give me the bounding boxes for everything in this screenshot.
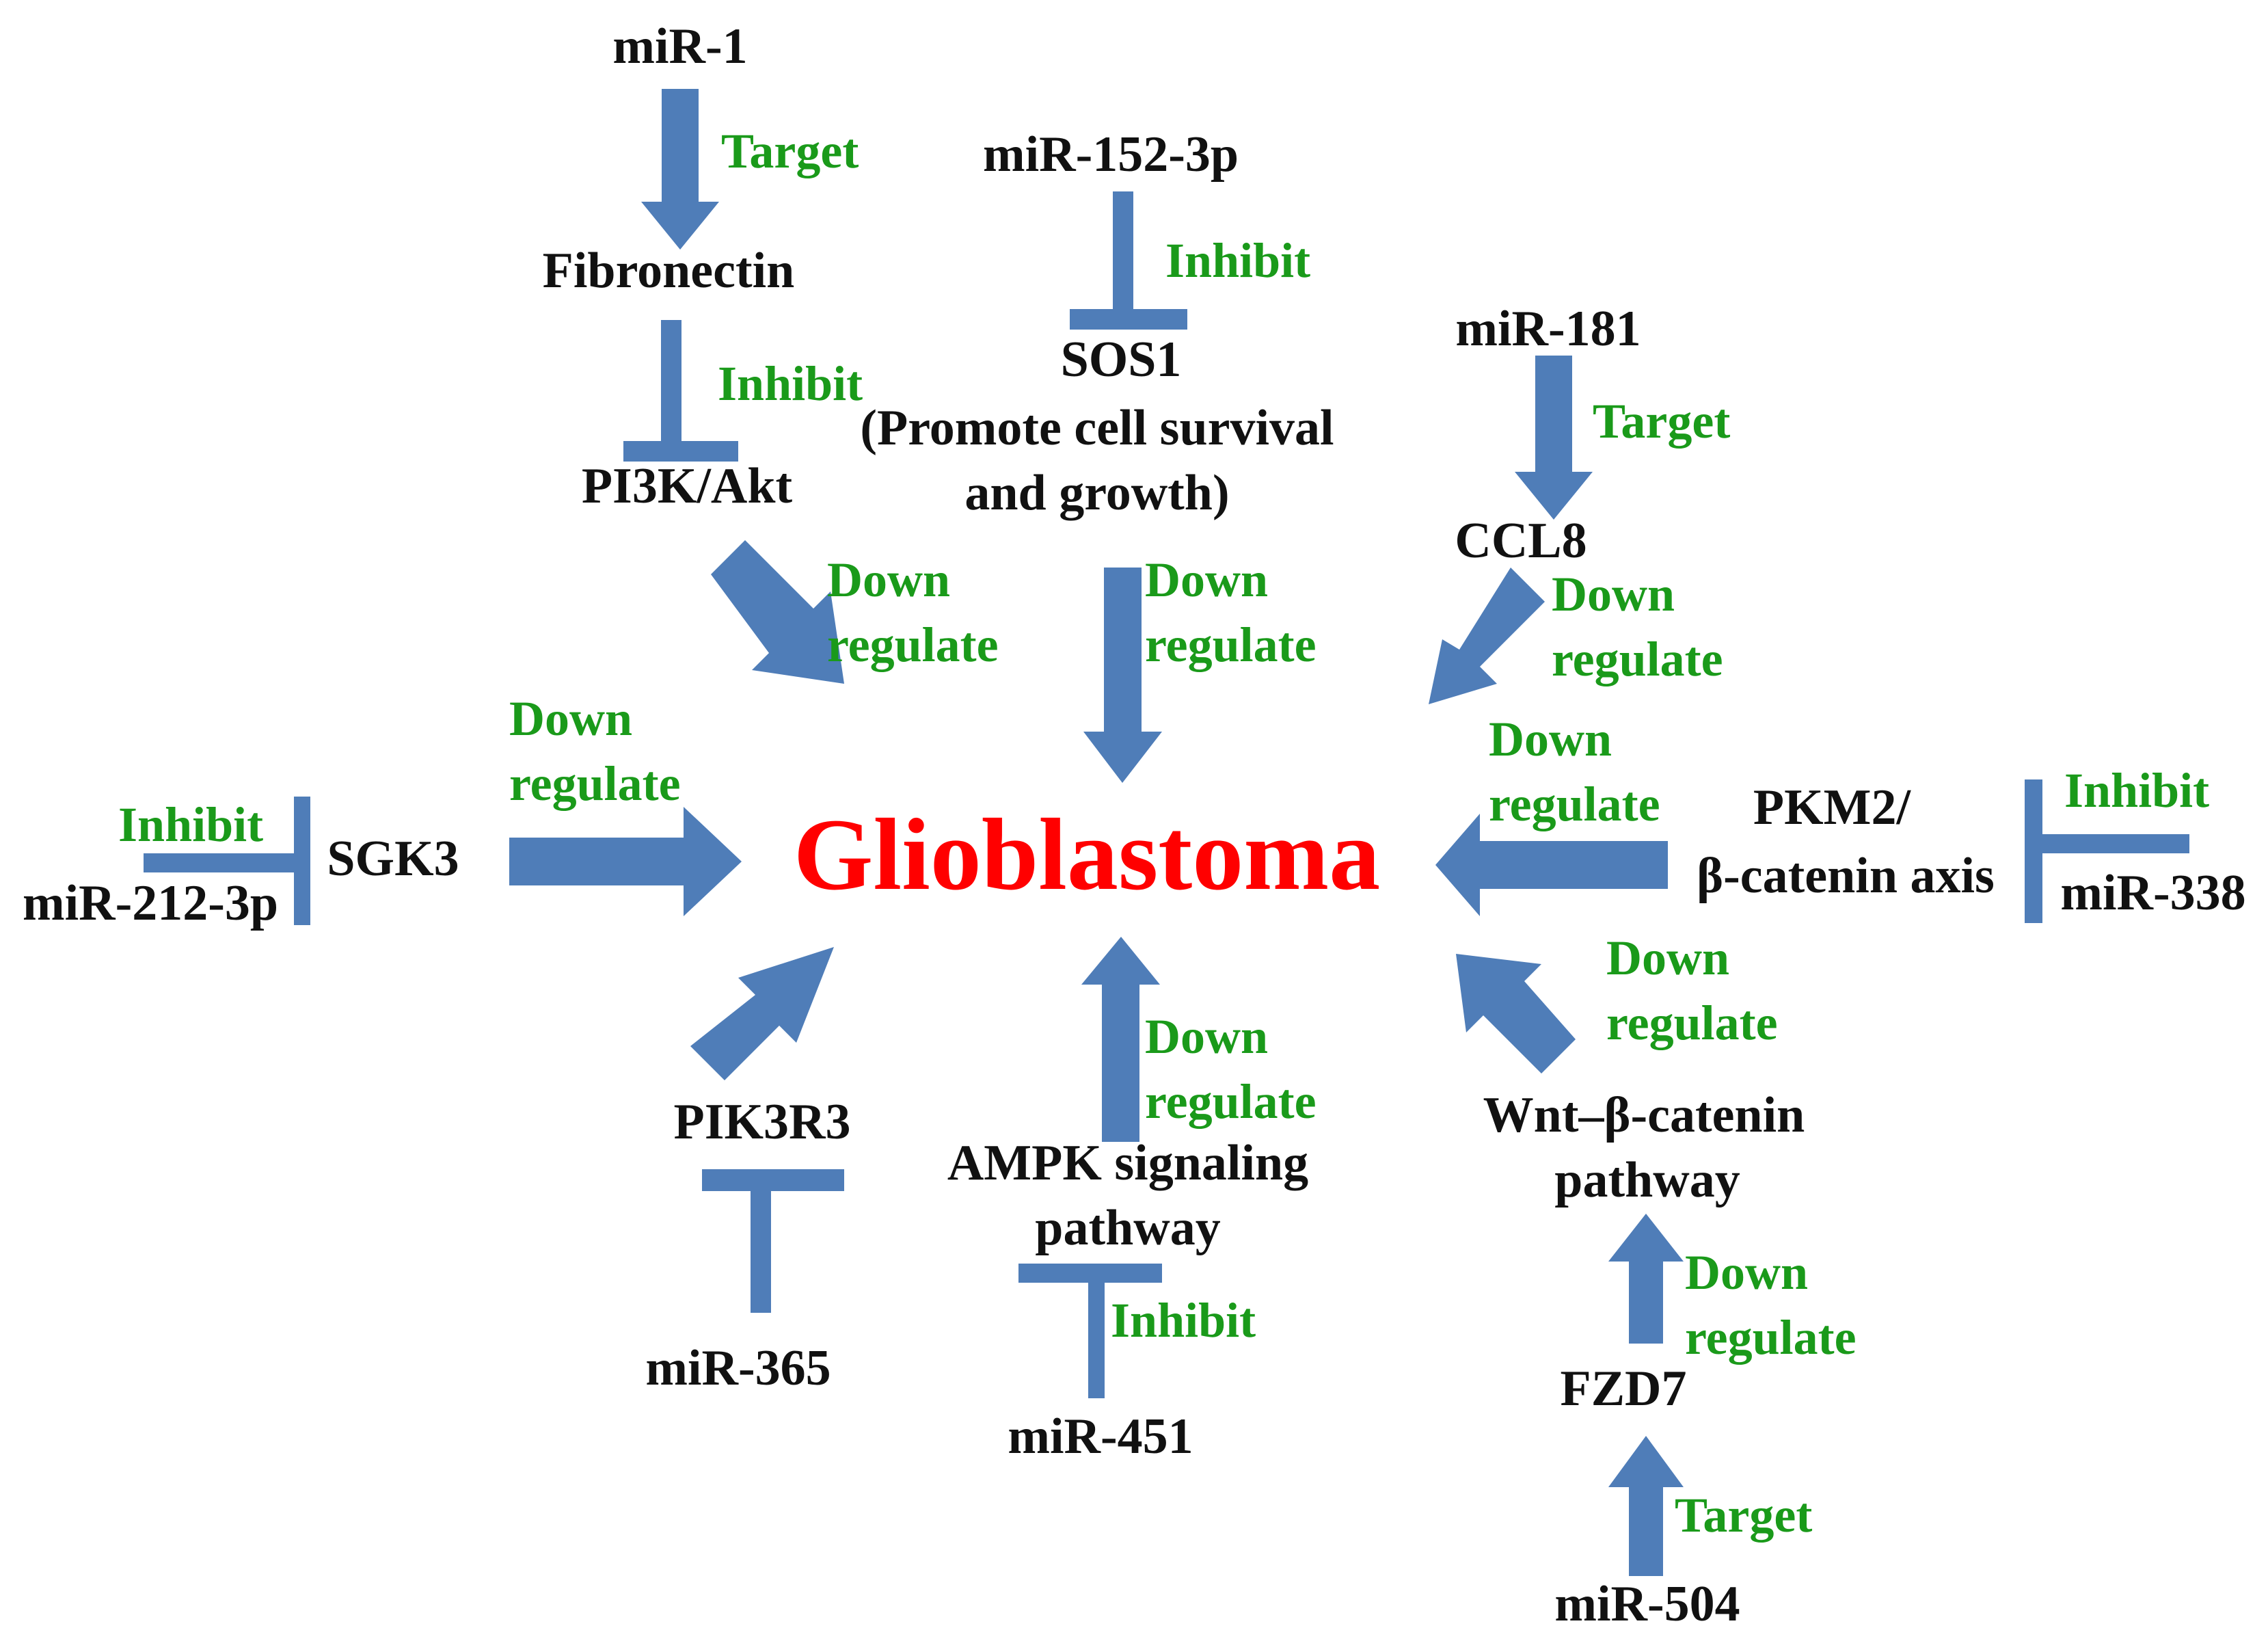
label-down-ampk: Down	[1145, 1009, 1268, 1064]
arrow-mir1-fibronectin	[641, 89, 719, 250]
node-mir451: miR-451	[1008, 1409, 1193, 1465]
node-mir212: miR-212-3p	[23, 875, 278, 931]
inhibit-mir451-stem	[1088, 1282, 1105, 1398]
label-inhibit-mir338: Inhibit	[2064, 763, 2209, 818]
label-inhibit-mir212: Inhibit	[118, 797, 263, 852]
center-glioblastoma: Glioblastoma	[794, 798, 1380, 911]
node-mir181: miR-181	[1455, 301, 1641, 357]
label-down-ccl8: Down	[1552, 567, 1675, 622]
node-ampk-line2: pathway	[1035, 1200, 1220, 1256]
inhibit-mir152-bar	[1070, 309, 1187, 330]
node-pkm2-line2: β-catenin axis	[1697, 848, 1995, 904]
node-sgk3: SGK3	[327, 831, 459, 887]
label-target-mir181: Target	[1593, 394, 1730, 449]
inhibit-fibronectin-stem	[661, 320, 681, 443]
label-down-pi3k: Down	[827, 552, 950, 607]
label-regulate-fzd7: regulate	[1685, 1310, 1857, 1365]
node-ccl8: CCL8	[1455, 513, 1587, 569]
node-ampk-line1: AMPK signaling	[947, 1135, 1308, 1191]
label-down-sos1: Down	[1145, 552, 1268, 607]
node-wnt-line2: pathway	[1554, 1152, 1740, 1208]
inhibit-mir451-bar	[1018, 1264, 1162, 1283]
inhibit-mir365-bar	[702, 1169, 844, 1191]
arrow-mir504-fzd7	[1608, 1436, 1684, 1576]
arrow-wnt-glioblastoma	[1456, 954, 1576, 1073]
arrow-mir181-ccl8	[1515, 356, 1593, 520]
node-mir365: miR-365	[645, 1340, 831, 1396]
node-mir338: miR-338	[2060, 865, 2245, 921]
inhibit-mir212-bar	[294, 797, 310, 925]
node-pkm2-line1: PKM2/	[1753, 779, 1912, 836]
arrow-pik3r3-glioblastoma	[690, 947, 834, 1080]
inhibit-mir152-stem	[1113, 191, 1133, 311]
node-sos1-note-line1: (Promote cell survival	[860, 400, 1334, 456]
label-regulate-pi3k: regulate	[827, 617, 999, 672]
label-regulate-pkm2: regulate	[1489, 777, 1660, 831]
inhibit-mir365-stem	[751, 1190, 771, 1313]
label-regulate-wnt: regulate	[1606, 996, 1778, 1050]
label-target-mir504: Target	[1675, 1488, 1812, 1543]
node-wnt-line1: Wnt–β-catenin	[1483, 1087, 1805, 1143]
arrow-ampk-glioblastoma	[1081, 937, 1160, 1142]
node-fzd7: FZD7	[1561, 1361, 1687, 1417]
label-regulate-sos1: regulate	[1145, 617, 1317, 672]
node-fibronectin: Fibronectin	[543, 243, 795, 299]
label-regulate-sgk3: regulate	[509, 756, 681, 811]
label-regulate-ccl8: regulate	[1552, 632, 1723, 686]
label-down-pkm2: Down	[1489, 712, 1612, 766]
label-target-mir1: Target	[721, 124, 859, 178]
node-mir152: miR-152-3p	[983, 126, 1239, 183]
arrow-pkm2-glioblastoma	[1435, 814, 1668, 916]
node-sos1: SOS1	[1061, 332, 1182, 388]
label-down-wnt: Down	[1606, 931, 1729, 985]
label-inhibit-fibronectin: Inhibit	[718, 356, 863, 411]
node-mir1: miR-1	[612, 18, 747, 75]
label-inhibit-mir451: Inhibit	[1111, 1293, 1256, 1348]
arrow-pi3k-glioblastoma	[711, 540, 844, 684]
node-sos1-note-line2: and growth)	[964, 465, 1229, 521]
inhibit-mir212-stem	[144, 853, 297, 872]
inhibit-fibronectin-bar	[623, 441, 738, 462]
node-pi3k-akt: PI3K/Akt	[582, 458, 793, 514]
inhibit-mir338-bar	[2025, 779, 2042, 923]
label-inhibit-mir152: Inhibit	[1165, 233, 1310, 288]
label-regulate-ampk: regulate	[1145, 1074, 1317, 1129]
node-mir504: miR-504	[1554, 1576, 1740, 1632]
arrow-sgk3-glioblastoma	[509, 807, 742, 916]
arrow-ccl8-glioblastoma	[1429, 568, 1545, 704]
label-down-sgk3: Down	[509, 691, 632, 746]
node-pik3r3: PIK3R3	[674, 1094, 851, 1150]
inhibit-mir338-stem	[2040, 834, 2189, 853]
arrow-sos1-glioblastoma	[1083, 568, 1162, 783]
arrow-fzd7-wnt	[1608, 1214, 1684, 1344]
label-down-fzd7: Down	[1685, 1245, 1808, 1300]
